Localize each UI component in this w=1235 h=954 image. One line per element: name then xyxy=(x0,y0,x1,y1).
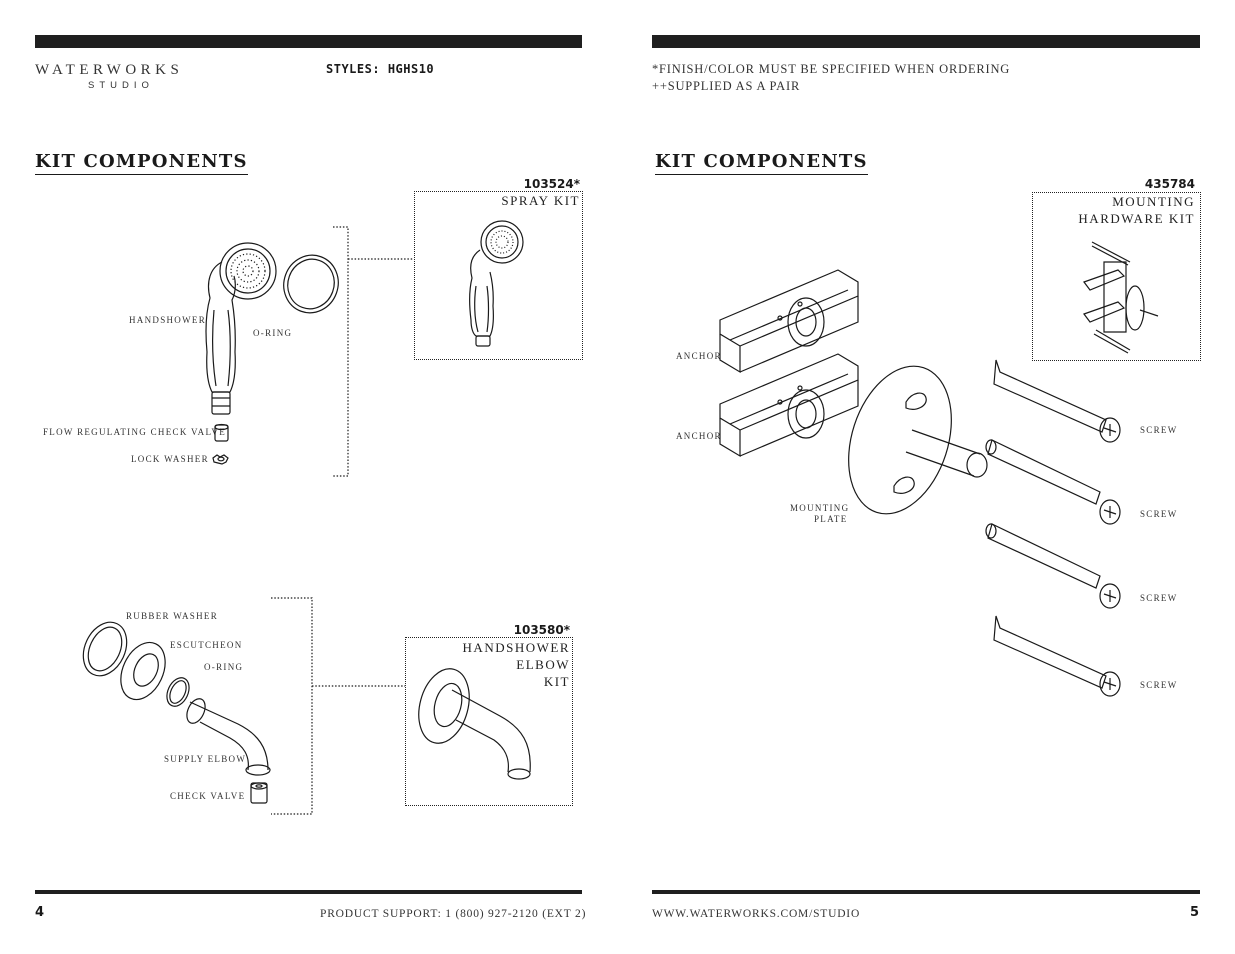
flow-valve-drawing xyxy=(215,425,228,442)
check-valve-drawing xyxy=(251,783,267,803)
top-rule-left xyxy=(35,35,582,48)
label-check-valve: CHECK VALVE xyxy=(170,791,246,801)
spray-kit-assembled-drawing xyxy=(470,221,523,346)
styles-line: STYLES: HGHS10 xyxy=(326,62,434,76)
elbow-kit-code: 103580* xyxy=(513,623,570,637)
order-notes: *FINISH/COLOR MUST BE SPECIFIED WHEN ORD… xyxy=(652,61,1010,95)
mounting-plate-drawing xyxy=(831,353,987,527)
label-mounting-plate-2: PLATE xyxy=(814,514,848,524)
brand-logo-sub: STUDIO xyxy=(88,80,154,91)
handshower-drawing xyxy=(206,243,276,414)
label-anchor-2: ANCHOR xyxy=(676,431,722,441)
spray-kit-code: 103524* xyxy=(523,177,580,191)
screw-drawings xyxy=(986,360,1120,696)
footer-support: PRODUCT SUPPORT: 1 (800) 927-2120 (EXT 2… xyxy=(320,908,587,920)
label-anchor-1: ANCHOR xyxy=(676,351,722,361)
anchor-drawing-2 xyxy=(720,354,858,456)
spray-kit-bracket xyxy=(333,227,414,476)
lock-washer-drawing xyxy=(213,455,228,464)
mounting-kit-code: 435784 xyxy=(1144,177,1195,191)
label-flow-valve: FLOW REGULATING CHECK VALVE xyxy=(43,427,227,437)
rubber-washer-drawing xyxy=(75,615,135,683)
styles-label: STYLES: xyxy=(326,62,381,76)
spray-kit-name: SPRAY KIT xyxy=(501,193,580,208)
elbow-o-ring-drawing xyxy=(163,674,194,710)
anchor-drawing-1 xyxy=(720,270,858,372)
supply-elbow-drawing xyxy=(183,696,270,775)
label-lock-washer: LOCK WASHER xyxy=(131,454,209,464)
elbow-kit-name-line2: KIT xyxy=(543,674,570,689)
label-rubber-washer: RUBBER WASHER xyxy=(126,611,218,621)
mounting-kit-assembled-drawing xyxy=(1084,242,1158,353)
elbow-kit-name: HANDSHOWER ELBOW KIT xyxy=(410,639,570,690)
top-rule-right xyxy=(652,35,1200,48)
label-screw-2: SCREW xyxy=(1140,509,1178,519)
styles-value: HGHS10 xyxy=(387,62,435,76)
page-number-left: 4 xyxy=(35,905,45,920)
bottom-rule-left xyxy=(35,890,582,894)
elbow-kit-name-line1: HANDSHOWER ELBOW xyxy=(462,640,570,672)
spray-kit-box xyxy=(414,191,583,360)
page-title-left: KIT COMPONENTS xyxy=(35,151,248,175)
brand-logo: WATERWORKS xyxy=(35,62,184,78)
escutcheon-drawing xyxy=(112,635,174,706)
elbow-kit-box xyxy=(405,637,573,806)
elbow-kit-assembled-drawing xyxy=(411,663,530,779)
mounting-kit-name-line2: HARDWARE KIT xyxy=(1078,211,1195,226)
mounting-kit-name-line1: MOUNTING xyxy=(1112,194,1195,209)
mounting-kit-name: MOUNTING HARDWARE KIT xyxy=(1035,193,1195,227)
bottom-rule-right xyxy=(652,890,1200,894)
page-title-right: KIT COMPONENTS xyxy=(655,151,868,175)
footer-website: WWW.WATERWORKS.COM/STUDIO xyxy=(652,908,861,920)
label-supply-elbow: SUPPLY ELBOW xyxy=(164,754,247,764)
label-escutcheon: ESCUTCHEON xyxy=(170,640,243,650)
note-finish: *FINISH/COLOR MUST BE SPECIFIED WHEN ORD… xyxy=(652,62,1011,76)
label-screw-1: SCREW xyxy=(1140,425,1178,435)
label-o-ring: O-RING xyxy=(253,328,293,338)
label-mounting-plate-1: MOUNTING xyxy=(790,503,850,513)
page-number-right: 5 xyxy=(1190,905,1200,920)
label-elbow-o-ring: O-RING xyxy=(204,662,244,672)
label-screw-3: SCREW xyxy=(1140,593,1178,603)
label-screw-4: SCREW xyxy=(1140,680,1178,690)
elbow-kit-bracket xyxy=(271,598,405,814)
o-ring-drawing xyxy=(276,248,347,321)
mounting-kit-box xyxy=(1032,192,1201,361)
note-pair: ++SUPPLIED AS A PAIR xyxy=(652,79,801,93)
label-handshower: HANDSHOWER xyxy=(129,315,206,325)
